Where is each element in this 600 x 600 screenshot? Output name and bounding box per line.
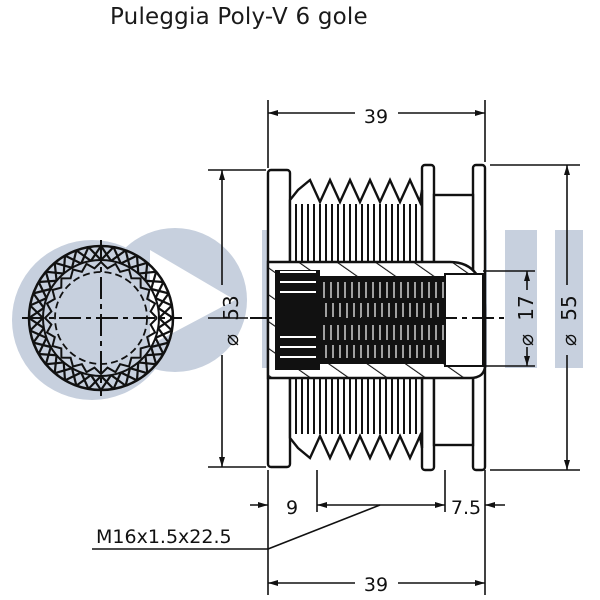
knurl-line (33, 287, 52, 295)
dim-overall-length-bottom: 39 (364, 574, 388, 596)
knurl-line (38, 279, 57, 284)
dim-flange-diameter-group: ⌀ 55 (557, 295, 581, 346)
drawing-title: Puleggia Poly-V 6 gole (110, 4, 368, 30)
knurl-line (32, 327, 45, 344)
knurl-line (120, 371, 138, 382)
knurl-line (110, 374, 127, 387)
knurl-line (145, 352, 164, 357)
dim-rear-offset: 7.5 (451, 497, 481, 519)
knurl-line (80, 372, 90, 390)
knurl-line (64, 254, 82, 265)
dim-overall-length-top: 39 (364, 106, 388, 128)
knurl-line (157, 292, 170, 309)
plain-bore-end (444, 273, 484, 367)
knurl-line (124, 250, 132, 269)
knurl-line (87, 246, 102, 261)
knurl-line (144, 262, 149, 281)
knurl-line (45, 270, 64, 275)
knurl-line (138, 361, 157, 366)
diameter-symbol: ⌀ (514, 334, 538, 346)
knurl-line (54, 261, 73, 269)
dim-front-offset: 9 (286, 497, 298, 519)
knurl-line (155, 329, 173, 339)
knurl-line (112, 246, 122, 264)
section-view (250, 163, 505, 472)
knurl-line (154, 281, 165, 299)
knurl-line (135, 255, 140, 274)
knurl-line (100, 375, 115, 390)
knurl-line (100, 245, 112, 262)
dim-bore-diameter-group: ⌀ 17 (514, 295, 538, 346)
knurl-line (157, 317, 174, 329)
knurl-line (158, 304, 173, 319)
knurl-line (44, 346, 52, 365)
dimension-lines (92, 100, 580, 595)
thread-spec-label: M16x1.5x22.5 (96, 526, 232, 548)
knurl-line (150, 271, 158, 290)
knurl-line (90, 374, 102, 391)
knurl-line (28, 307, 45, 319)
dim-flange-diameter: 55 (557, 295, 581, 320)
knurl-line (129, 367, 148, 375)
dim-pulley-diameter: 53 (219, 295, 243, 320)
knurl-line (53, 355, 58, 374)
spline-bore (275, 270, 320, 370)
spline-teeth (43, 260, 158, 376)
knurl-line (70, 367, 78, 386)
front-view (22, 240, 182, 396)
knurl-line (62, 362, 67, 381)
dim-bore-diameter: 17 (514, 295, 538, 320)
watermark-letter (505, 230, 537, 368)
dim-pulley-diameter-group: ⌀ 53 (219, 295, 243, 346)
knurl-line (29, 317, 44, 332)
knurl-line (150, 341, 169, 349)
knurl-line (29, 297, 47, 307)
watermark-logo-cut (150, 250, 235, 345)
diameter-symbol: ⌀ (557, 334, 581, 346)
watermark-letter (555, 230, 583, 368)
knurl-line (37, 337, 48, 355)
leader-line-thread (267, 504, 381, 550)
diameter-symbol: ⌀ (219, 334, 243, 346)
knurl-line (75, 249, 92, 262)
